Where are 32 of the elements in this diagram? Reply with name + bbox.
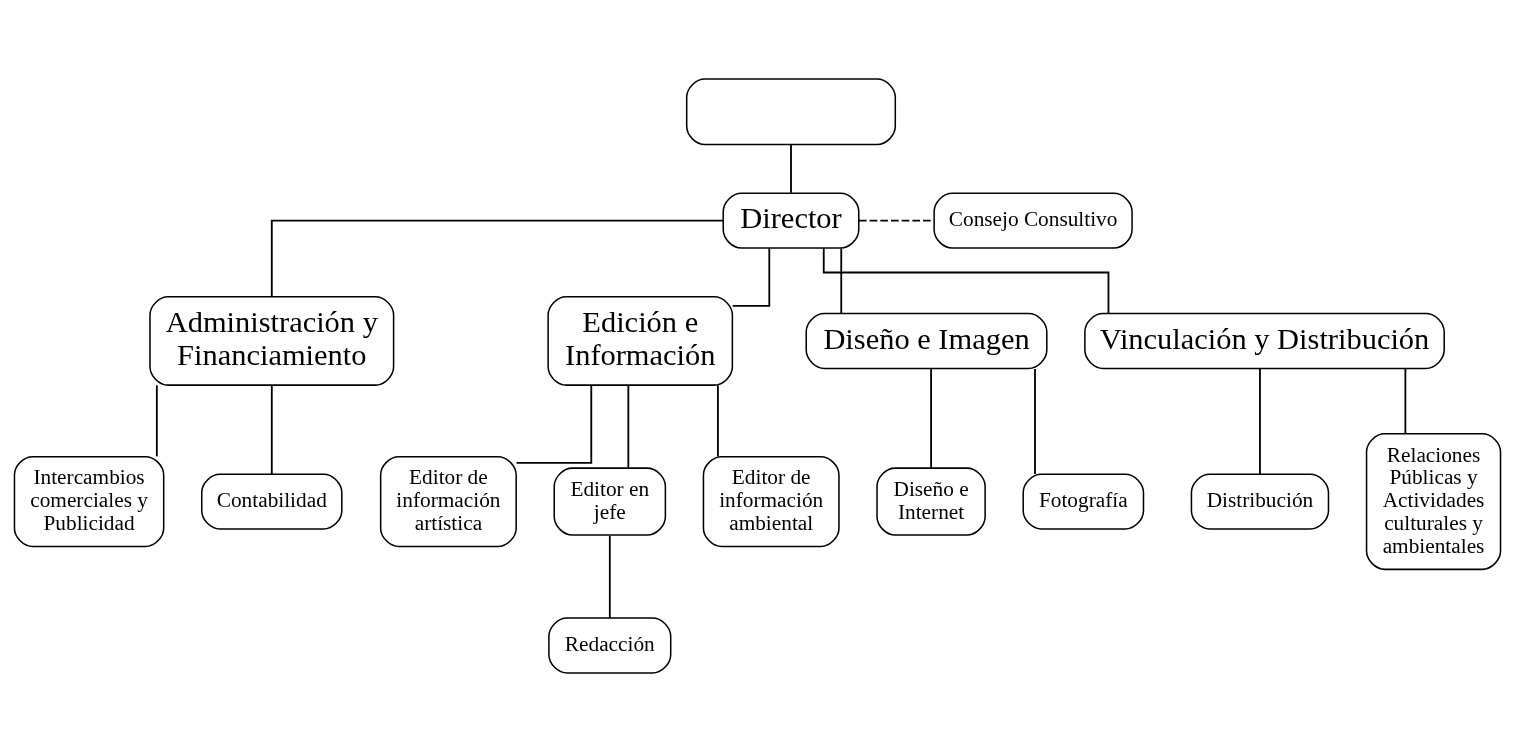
connector bbox=[1259, 367, 1261, 475]
node-box: Administración y Financiamiento bbox=[149, 295, 395, 386]
connector bbox=[155, 383, 158, 457]
connector bbox=[270, 219, 725, 297]
node-box bbox=[685, 77, 897, 145]
node-box: Consejo Consultivo bbox=[933, 192, 1133, 249]
node-box: Contabilidad bbox=[201, 472, 343, 530]
connector bbox=[627, 383, 630, 469]
connector bbox=[930, 367, 932, 469]
connector bbox=[608, 534, 611, 619]
node-box: Relaciones Públicas y Actividades culturales y ambientales bbox=[1365, 432, 1502, 570]
node-box: Editor en jefe bbox=[553, 466, 667, 536]
node-box: Director bbox=[722, 192, 860, 249]
node-box: Edición e Información bbox=[547, 295, 734, 386]
node-box: Diseño e Imagen bbox=[805, 312, 1048, 369]
node-box: Editor de información artística bbox=[379, 455, 517, 547]
node-box: Editor de información ambiental bbox=[702, 455, 840, 547]
connector bbox=[840, 247, 843, 314]
connector bbox=[717, 383, 719, 457]
node-box: Intercambios comerciales y Publicidad bbox=[13, 455, 165, 547]
node-box: Distribución bbox=[1190, 472, 1330, 530]
connector bbox=[1404, 367, 1407, 434]
connector bbox=[270, 383, 273, 475]
connector bbox=[790, 143, 792, 194]
connector bbox=[731, 246, 771, 307]
node-box: Vinculación y Distribución bbox=[1084, 312, 1445, 369]
connector bbox=[1034, 367, 1036, 475]
node-box: Redacción bbox=[548, 616, 672, 674]
connector bbox=[515, 384, 593, 464]
connector bbox=[822, 246, 1110, 314]
node-box: Fotografía bbox=[1022, 472, 1145, 530]
node-box: Diseño e Internet bbox=[876, 466, 986, 536]
